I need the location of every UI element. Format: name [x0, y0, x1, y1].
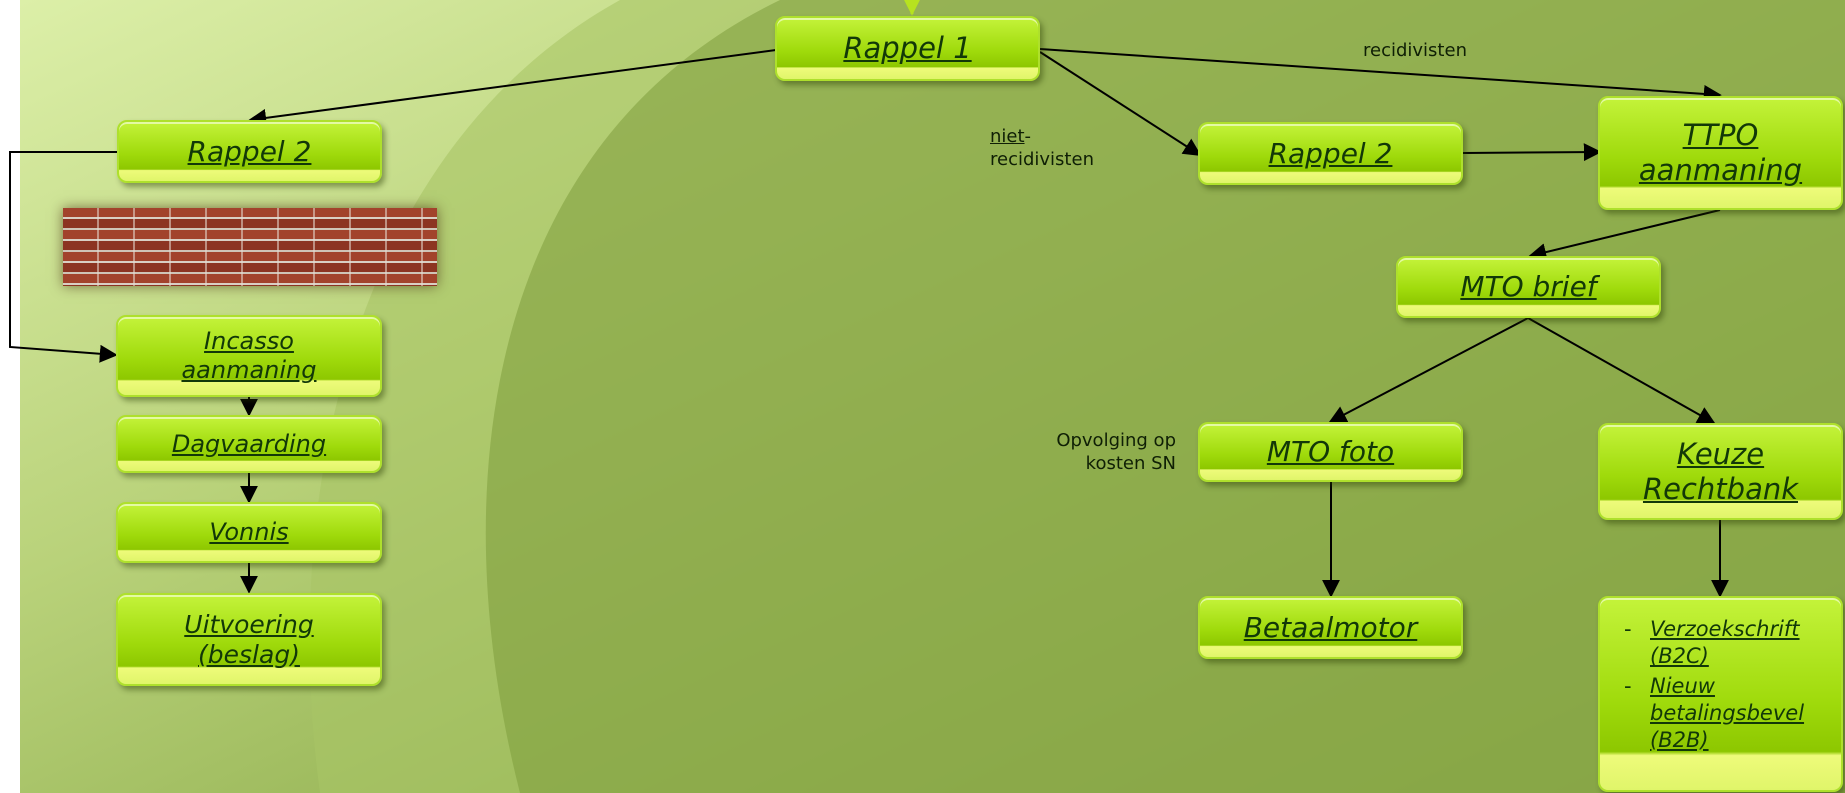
- arrow-rappel2-to-ttpo: [1462, 143, 1602, 162]
- node-mto-foto[interactable]: MTO foto: [1198, 422, 1463, 482]
- node-rappel-2-right[interactable]: Rappel 2: [1198, 122, 1463, 185]
- background-swoosh: [309, 0, 1845, 793]
- node-ttpo-aanmaning[interactable]: TTPO aanmaning: [1598, 96, 1843, 210]
- node-rechtbank-options[interactable]: Verzoekschrift (B2C) Nieuw betalingsbeve…: [1598, 596, 1843, 792]
- option-nieuw-betalingsbevel[interactable]: Nieuw betalingsbevel (B2B): [1624, 673, 1831, 755]
- slide-background: [20, 0, 1845, 793]
- arrow-mtobrief-to-keuze: [1527, 317, 1716, 424]
- node-dagvaarding-label: Dagvaarding: [171, 429, 327, 458]
- label-opvolging-kosten: Opvolging op kosten SN: [1020, 430, 1176, 475]
- node-rappel-1[interactable]: Rappel 1: [775, 16, 1040, 81]
- arrow-ttpo-to-mto-brief: [1528, 209, 1721, 261]
- node-keuze-rechtbank[interactable]: Keuze Rechtbank: [1598, 423, 1843, 520]
- node-ttpo-line1: TTPO: [1682, 118, 1759, 153]
- node-uitvoering[interactable]: Uitvoering (beslag): [116, 593, 382, 686]
- label-opvolging-line1: Opvolging op: [1056, 430, 1176, 451]
- label-niet-hyphen: -: [1024, 126, 1032, 147]
- node-keuze-line2: Rechtbank: [1642, 471, 1799, 506]
- arrow-rappel1-to-ttpo: [1039, 48, 1722, 103]
- node-vonnis[interactable]: Vonnis: [116, 502, 382, 563]
- node-rappel-2-left[interactable]: Rappel 2: [117, 120, 382, 183]
- label-opvolging-line2: kosten SN: [1085, 452, 1176, 474]
- label-recidivisten: recidivisten: [1363, 40, 1467, 61]
- node-rappel-2-left-label: Rappel 2: [187, 134, 312, 168]
- node-uitvoering-line2: (beslag): [198, 639, 300, 669]
- node-vonnis-label: Vonnis: [209, 518, 289, 547]
- node-mto-brief[interactable]: MTO brief: [1396, 256, 1661, 318]
- label-niet-line2: recidivisten: [990, 148, 1094, 170]
- node-betaalmotor[interactable]: Betaalmotor: [1198, 596, 1463, 659]
- rechtbank-options-list: Verzoekschrift (B2C) Nieuw betalingsbeve…: [1624, 616, 1831, 756]
- arrow-rappel1-to-rappel2-right: [1039, 51, 1202, 156]
- node-ttpo-line2: aanmaning: [1638, 153, 1803, 187]
- label-niet-recidivisten: niet- recidivisten: [990, 126, 1094, 171]
- node-incasso-aanmaning[interactable]: Incasso aanmaning: [116, 315, 382, 397]
- node-uitvoering-line1: Uitvoering: [184, 609, 314, 639]
- node-rappel-1-label: Rappel 1: [843, 31, 972, 66]
- node-betaalmotor-label: Betaalmotor: [1243, 610, 1418, 644]
- label-niet-word: niet: [990, 126, 1025, 147]
- node-incasso-line2: aanmaning: [181, 356, 317, 384]
- node-dagvaarding[interactable]: Dagvaarding: [116, 415, 382, 473]
- arrow-rappel1-to-rappel2-left: [248, 49, 777, 127]
- arrow-rappel2-to-incasso: [9, 151, 118, 363]
- node-incasso-line1: Incasso: [204, 327, 294, 356]
- arrow-mtobrief-to-mtofoto: [1328, 317, 1529, 423]
- node-mto-brief-label: MTO brief: [1460, 270, 1597, 304]
- node-mto-foto-label: MTO foto: [1266, 435, 1395, 469]
- brick-wall-image: [63, 208, 437, 286]
- node-keuze-line1: Keuze: [1676, 436, 1765, 471]
- option-verzoekschrift[interactable]: Verzoekschrift (B2C): [1624, 616, 1831, 671]
- node-rappel-2-right-label: Rappel 2: [1268, 136, 1393, 170]
